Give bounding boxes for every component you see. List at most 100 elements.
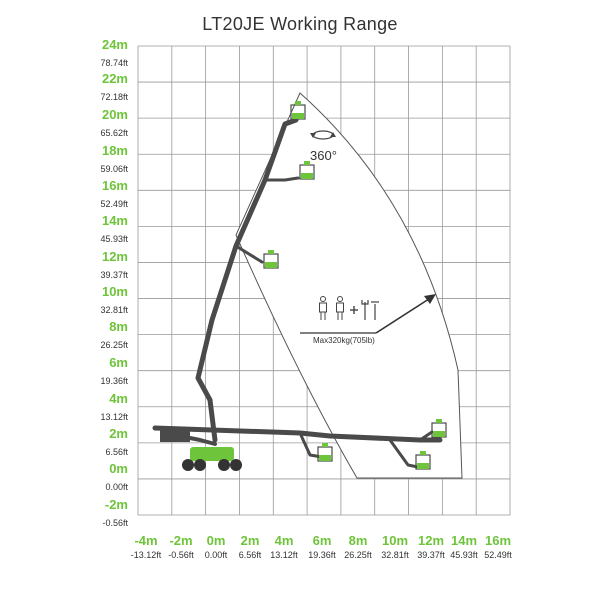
y-tick-meters: 0m [109,461,128,476]
y-tick-label: 12m 39.37ft [70,250,128,281]
y-tick-meters: 6m [109,355,128,370]
diagram-title: LT20JE Working Range [202,14,398,34]
x-tick-meters: 0m [206,533,226,548]
rotation-icon [310,130,336,140]
x-tick-label: 16m 52.49ft [476,534,520,561]
y-tick-meters: 22m [101,71,128,86]
boom-horizontal [152,425,443,443]
platform-basket-right-low [415,451,431,470]
capacity-arrow [300,294,436,334]
y-tick-label: 10m 32.81ft [70,285,128,316]
y-tick-meters: 12m [101,249,128,264]
y-tick-feet: 13.12ft [100,412,128,422]
boom-lower-link [163,431,217,446]
rotation-label: 360° [310,148,337,163]
x-tick-label: 4m 13.12ft [262,534,306,561]
x-tick-feet: 0.00ft [204,550,228,560]
plus-icon [350,306,358,314]
y-tick-label: 14m 45.93ft [70,214,128,245]
y-tick-feet: 52.49ft [100,199,128,209]
platform-basket-right-high [431,419,447,438]
y-tick-label: 4m 13.12ft [70,392,128,423]
y-tick-feet: 26.25ft [100,340,128,350]
x-tick-label: 2m 6.56ft [228,534,272,561]
x-tick-feet: 39.37ft [417,550,445,560]
x-tick-label: 0m 0.00ft [194,534,238,561]
y-tick-feet: 6.56ft [105,447,128,457]
y-tick-meters: 24m [101,37,128,52]
x-tick-feet: 6.56ft [238,550,262,560]
y-tick-feet: 39.37ft [100,270,128,280]
y-tick-meters: 18m [101,143,128,158]
jib-mid [234,244,264,264]
y-tick-label: 24m 78.74ft [70,38,128,69]
y-tick-feet: 78.74ft [100,58,128,68]
x-tick-feet: 45.93ft [450,550,478,560]
y-tick-label: 22m 72.18ft [70,72,128,103]
x-tick-label: -4m -13.12ft [124,534,168,561]
x-tick-feet: -0.56ft [168,550,194,560]
x-tick-feet: 26.25ft [344,550,372,560]
y-tick-meters: 14m [101,213,128,228]
platform-basket-low [317,443,333,462]
working-envelope [235,92,463,479]
x-tick-feet: 32.81ft [381,550,409,560]
platform-basket-top [290,101,306,120]
y-tick-feet: 59.06ft [100,164,128,174]
y-tick-meters: 8m [109,319,128,334]
two-workers-icon [319,296,344,320]
x-tick-meters: -4m [134,533,158,548]
x-tick-label: 12m 39.37ft [409,534,453,561]
tools-icon [361,300,379,320]
x-tick-feet: 19.36ft [308,550,336,560]
y-tick-label: 2m 6.56ft [70,427,128,458]
y-tick-feet: 72.18ft [100,92,128,102]
x-tick-feet: -13.12ft [130,550,162,560]
y-tick-feet: 45.93ft [100,234,128,244]
x-tick-label: 10m 32.81ft [373,534,417,561]
y-tick-label: 0m 0.00ft [70,462,128,493]
x-tick-meters: 4m [274,533,294,548]
x-tick-meters: 8m [348,533,368,548]
y-tick-feet: 0.00ft [105,482,128,492]
y-tick-feet: 32.81ft [100,305,128,315]
jib-upper [263,176,300,182]
y-tick-label: 6m 19.36ft [70,356,128,387]
y-tick-label: 20m 65.62ft [70,108,128,139]
y-tick-label: -2m -0.56ft [70,498,128,529]
y-tick-label: 16m 52.49ft [70,179,128,210]
x-tick-label: 14m 45.93ft [442,534,486,561]
x-tick-meters: -2m [169,533,193,548]
y-tick-meters: 16m [101,178,128,193]
y-tick-meters: -2m [104,497,128,512]
x-tick-feet: 52.49ft [484,550,512,560]
x-tick-meters: 16m [484,533,512,548]
x-tick-meters: 12m [417,533,445,548]
x-tick-label: 8m 26.25ft [336,534,380,561]
y-tick-meters: 10m [101,284,128,299]
y-tick-label: 8m 26.25ft [70,320,128,351]
y-tick-feet: 19.36ft [100,376,128,386]
capacity-label: Max320kg(705lb) [313,336,375,345]
y-tick-meters: 20m [101,107,128,122]
boom-vertical [195,117,299,443]
y-tick-meters: 4m [109,391,128,406]
y-tick-feet: -0.56ft [102,518,128,528]
x-tick-meters: 10m [381,533,409,548]
x-tick-meters: 6m [312,533,332,548]
jib-right-high [418,430,434,442]
platform-basket-mid [263,250,279,269]
machine-drawing [152,101,447,471]
y-tick-meters: 2m [109,426,128,441]
jib-right-low [388,438,420,469]
x-tick-meters: 14m [450,533,478,548]
x-tick-meters: 2m [240,533,260,548]
platform-basket-upper [299,161,315,180]
y-tick-feet: 65.62ft [100,128,128,138]
x-tick-feet: 13.12ft [270,550,298,560]
x-tick-label: -2m -0.56ft [159,534,203,561]
x-tick-label: 6m 19.36ft [300,534,344,561]
y-tick-label: 18m 59.06ft [70,144,128,175]
